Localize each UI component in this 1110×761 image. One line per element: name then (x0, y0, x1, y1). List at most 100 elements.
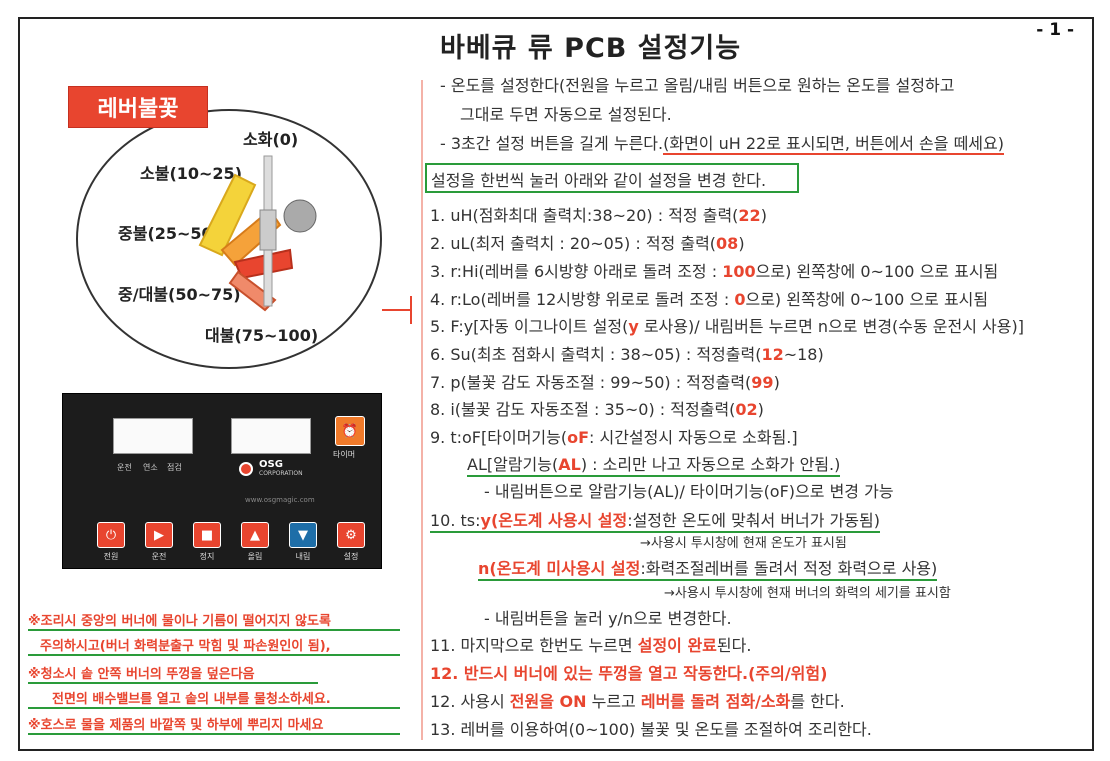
run-button[interactable]: ▶ (145, 522, 173, 548)
power-icon: ⏻ (105, 527, 117, 543)
arrow-down-icon: ▼ (298, 527, 308, 543)
item-5-value: y (628, 317, 639, 336)
item-11-value: 설정이 완료 (637, 636, 717, 655)
margin-line (421, 80, 423, 740)
gear-icon: ⚙ (345, 527, 357, 543)
item-10-n-text: :화력조절레버를 돌려서 적정 화력으로 사용) (640, 559, 938, 578)
stop-icon: ■ (200, 527, 214, 543)
item-8-text: 8. i(불꽃 감도 자동조절 : 35~0) : 적정출력( (430, 400, 736, 419)
brand-logo: OSG CORPORATION (239, 460, 303, 477)
up-label: 올림 (247, 552, 263, 561)
item-11-text: 11. 마지막으로 한번도 누르면 (430, 636, 638, 655)
item-9-text: 9. t:oF[타이머기능( (430, 428, 568, 447)
timer-button[interactable]: ⏰ (335, 416, 365, 446)
item-1: 1. uH(점화최대 출력치:38~20) : 적정 출력(22) (430, 202, 767, 226)
item-1-end: ) (760, 206, 767, 225)
item-9-value: oF (567, 428, 590, 447)
item-12-warning: 12. 반드시 버너에 있는 뚜껑을 열고 작동한다.(주의/위험) (430, 664, 828, 683)
item-4-end: 으로) 왼쪽창에 0~100 으로 표시됨 (745, 290, 989, 309)
item-10-text: 10. ts: (430, 511, 481, 530)
item-3-end: 으로) 왼쪽창에 0~100 으로 표시됨 (755, 262, 999, 281)
warning-5-underline (28, 733, 400, 735)
item-7-value: 99 (751, 373, 774, 392)
left-display (113, 418, 193, 454)
settings-button[interactable]: ⚙ (337, 522, 365, 548)
settings-instruction: 설정을 한번씩 눌러 아래와 같이 설정을 변경 한다. (431, 171, 767, 190)
brand-website: www.osgmagic.com (245, 496, 315, 504)
alarm-end: ) : 소리만 나고 자동으로 소화가 안됨.) (580, 455, 841, 474)
item-6: 6. Su(최초 점화시 출력치 : 38~05) : 적정출력(12~18) (430, 341, 824, 365)
warning-3: ※청소시 솥 안쪽 버너의 뚜껑을 덮은다음 (28, 667, 255, 682)
item-1-text: 1. uH(점화최대 출력치:38~20) : 적정 출력( (430, 206, 739, 225)
brand-name: OSG (259, 459, 283, 470)
warning-1-underline (28, 629, 400, 631)
item-5: 5. F:y[자동 이그나이트 설정(y 로사용)/ 내림버튼 누르면 n으로 … (430, 313, 1024, 337)
item-11: 11. 마지막으로 한번도 누르면 설정이 완료된다. (430, 632, 751, 656)
intro-line-2: 그대로 두면 자동으로 설정된다. (460, 105, 672, 124)
item-6-end: ~18) (783, 345, 824, 364)
stop-button[interactable]: ■ (193, 522, 221, 548)
item-3-value: 100 (722, 262, 756, 281)
run-label: 운전 (151, 552, 167, 561)
item-9: 9. t:oF[타이머기능(oF: 시간설정시 자동으로 소화됨.] (430, 424, 798, 448)
item-3: 3. r:Hi(레버를 6시방향 아래로 돌려 조정 : 100으로) 왼쪽창에… (430, 258, 998, 282)
arrow-up-icon: ▲ (250, 527, 260, 543)
right-display (231, 418, 311, 454)
intro-line-3: - 3초간 설정 버튼을 길게 누른다.(화면이 uH 22로 표시되면, 버튼… (440, 130, 1004, 155)
item-8-value: 02 (735, 400, 758, 419)
item-10-value: y(온도계 사용시 설정 (480, 511, 628, 530)
lcd-label-burn: 연소 (143, 463, 158, 472)
alarm-value: AL (558, 455, 581, 474)
item-11-end: 된다. (716, 636, 752, 655)
item-2-value: 08 (716, 234, 739, 253)
warning-3-underline (28, 682, 318, 684)
item-12-text: 12. 사용시 (430, 692, 510, 711)
lcd-label-run: 운전 (117, 463, 132, 472)
item-10-note-2: →사용시 투시창에 현재 버너의 화력의 세기를 표시함 (664, 586, 951, 601)
item-10-end: :설정한 온도에 맞춰서 버너가 가동됨) (627, 511, 880, 530)
play-icon: ▶ (154, 527, 164, 543)
down-label: 내림 (295, 552, 311, 561)
item-12-end: 를 한다. (790, 692, 845, 711)
item-5-text: 5. F:y[자동 이그나이트 설정( (430, 317, 629, 336)
item-12: 12. 사용시 전원을 ON 누르고 레버를 돌려 점화/소화를 한다. (430, 688, 845, 712)
level-medium-high: 중/대불(50~75) (118, 285, 241, 304)
lever-diagram (76, 109, 382, 369)
item-7-text: 7. p(불꽃 감도 자동조절 : 99~50) : 적정출력( (430, 373, 752, 392)
item-8-end: ) (757, 400, 764, 419)
warning-2-underline (28, 654, 400, 656)
down-button[interactable]: ▼ (289, 522, 317, 548)
brand-logo-icon (239, 461, 253, 476)
warning-2: 주의하시고(버너 화력분출구 막힘 및 파손원인이 됨), (40, 639, 331, 654)
page-number: - 1 - (1036, 20, 1074, 40)
item-3-text: 3. r:Hi(레버를 6시방향 아래로 돌려 조정 : (430, 262, 723, 281)
item-10: 10. ts:y(온도계 사용시 설정:설정한 온도에 맞춰서 버너가 가동됨) (430, 507, 880, 533)
item-9-alarm: AL[알람기능(AL) : 소리만 나고 자동으로 소화가 안됨.) (467, 451, 841, 477)
alarm-text: AL[알람기능( (467, 455, 559, 474)
item-7: 7. p(불꽃 감도 자동조절 : 99~50) : 적정출력(99) (430, 369, 780, 393)
item-6-text: 6. Su(최초 점화시 출력치 : 38~05) : 적정출력( (430, 345, 762, 364)
level-medium: 중불(25~50) (118, 224, 221, 243)
lcd-label-check: 점검 (167, 463, 182, 472)
item-7-end: ) (773, 373, 780, 392)
up-button[interactable]: ▲ (241, 522, 269, 548)
item-10-n-value: n(온도계 미사용시 설정 (478, 559, 641, 578)
item-9-end: : 시간설정시 자동으로 소화됨.] (589, 428, 798, 447)
item-12-value-2: 레버를 돌려 점화/소화 (640, 692, 791, 711)
control-panel: 운전 연소 점검 ⏰ 타이머 OSG CORPORATION www.osgma… (62, 393, 382, 569)
item-2-end: ) (738, 234, 745, 253)
stop-label: 정지 (199, 552, 215, 561)
intro-line-3-note: (화면이 uH 22로 표시되면, 버튼에서 손을 떼세요) (663, 134, 1004, 155)
item-12-value-1: 전원을 ON (509, 692, 587, 711)
power-button[interactable]: ⏻ (97, 522, 125, 548)
item-13: 13. 레버를 이용하여(0~100) 불꽃 및 온도를 조절하여 조리한다. (430, 720, 872, 739)
bracket-vertical (410, 296, 412, 324)
intro-line-3-text: - 3초간 설정 버튼을 길게 누른다. (440, 134, 664, 153)
settings-label: 설정 (343, 552, 359, 561)
item-12-mid: 누르고 (586, 692, 641, 711)
item-4-text: 4. r:Lo(레버를 12시방향 위로로 돌려 조정 : (430, 290, 735, 309)
item-4: 4. r:Lo(레버를 12시방향 위로로 돌려 조정 : 0으로) 왼쪽창에 … (430, 286, 988, 310)
bracket-horizontal (382, 309, 410, 311)
lever-title: 레버불꽃 (68, 86, 208, 128)
page-frame (18, 17, 1094, 751)
